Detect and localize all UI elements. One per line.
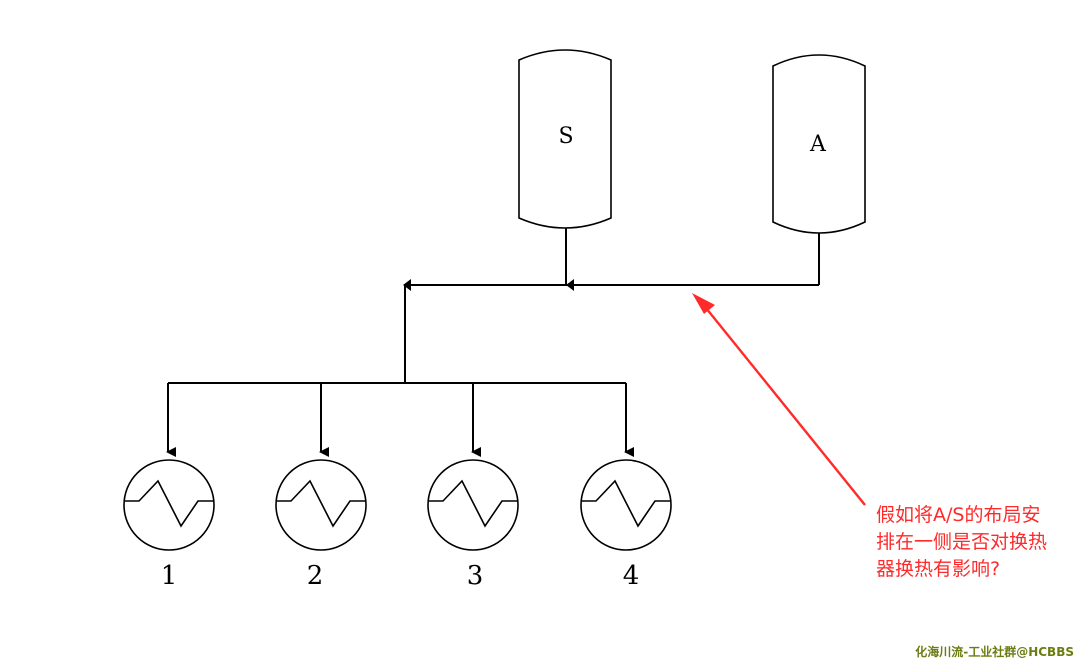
- annotation-line-3: 器换热有影响?: [876, 558, 1001, 580]
- heat-exchanger-1: 1: [123, 459, 215, 591]
- tank-a: A: [772, 54, 866, 234]
- flow-arrow-header-end: [403, 279, 411, 291]
- flow-arrow-header-mid: [566, 279, 574, 291]
- annotation-text: 假如将A/S的布局安 排在一侧是否对换热 器换热有影响?: [876, 502, 1076, 583]
- heat-exchanger-label-1: 1: [161, 561, 178, 591]
- tank-s: S: [518, 49, 612, 229]
- watermark: 化海川流-工业社群@HCBBS: [915, 645, 1074, 659]
- tank-s-label: S: [558, 124, 573, 149]
- annotation-line-1: 假如将A/S的布局安: [876, 504, 1041, 526]
- heat-exchanger-2: 2: [275, 459, 367, 591]
- heat-exchanger-3: 3: [427, 459, 519, 591]
- annotation-arrow: [692, 293, 866, 506]
- heat-exchanger-4: 4: [580, 459, 672, 591]
- heat-exchanger-label-2: 2: [307, 561, 324, 591]
- tank-a-label: A: [809, 132, 827, 157]
- piping: [166, 228, 820, 457]
- heat-exchanger-label-4: 4: [623, 561, 640, 591]
- annotation-line-2: 排在一侧是否对换热: [876, 531, 1048, 553]
- heat-exchanger-label-3: 3: [467, 561, 484, 591]
